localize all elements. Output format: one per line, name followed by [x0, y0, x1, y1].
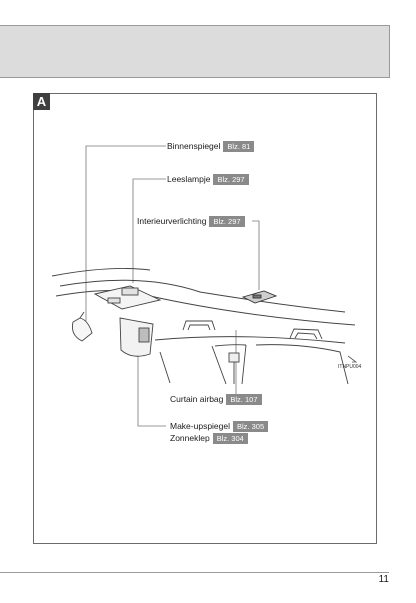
callout-label: Zonneklep	[170, 433, 210, 443]
mirror-icon	[71, 311, 93, 342]
page-ref-badge: Blz. 297	[209, 216, 245, 227]
illustration-mark	[347, 355, 358, 363]
callout-label: Interieurverlichting	[137, 216, 207, 226]
roof-lines	[51, 267, 356, 326]
page-ref-badge: Blz. 297	[213, 174, 249, 185]
callout-label: Make-upspiegel	[170, 421, 231, 431]
interior-light-icon	[241, 290, 278, 304]
leader-make-upspiegel	[137, 348, 166, 427]
callout-label: Binnenspiegel	[167, 141, 221, 151]
chapter-header-band	[0, 25, 390, 78]
leader-leeslampje	[132, 178, 166, 283]
leader-interieurverlichting	[252, 220, 260, 290]
overhead-console	[93, 285, 162, 310]
callout-label: Curtain airbag	[170, 394, 224, 404]
page-number: 11	[378, 574, 389, 585]
callout-label: Leeslampje	[167, 174, 211, 184]
footer-divider	[0, 572, 389, 573]
seatbelt-anchor	[228, 352, 240, 384]
section-badge: A	[33, 93, 50, 110]
side-windows	[154, 336, 349, 385]
page-ref-badge: Blz. 107	[226, 394, 262, 405]
page-ref-badge: Blz. 305	[233, 421, 269, 432]
page-ref-badge: Blz. 304	[212, 433, 248, 444]
illustration-code: ITNPU004	[338, 364, 362, 370]
sun-visor	[119, 317, 154, 357]
page-ref-badge: Blz. 81	[223, 141, 255, 152]
figure-frame	[33, 93, 377, 544]
grab-handles	[182, 320, 323, 340]
